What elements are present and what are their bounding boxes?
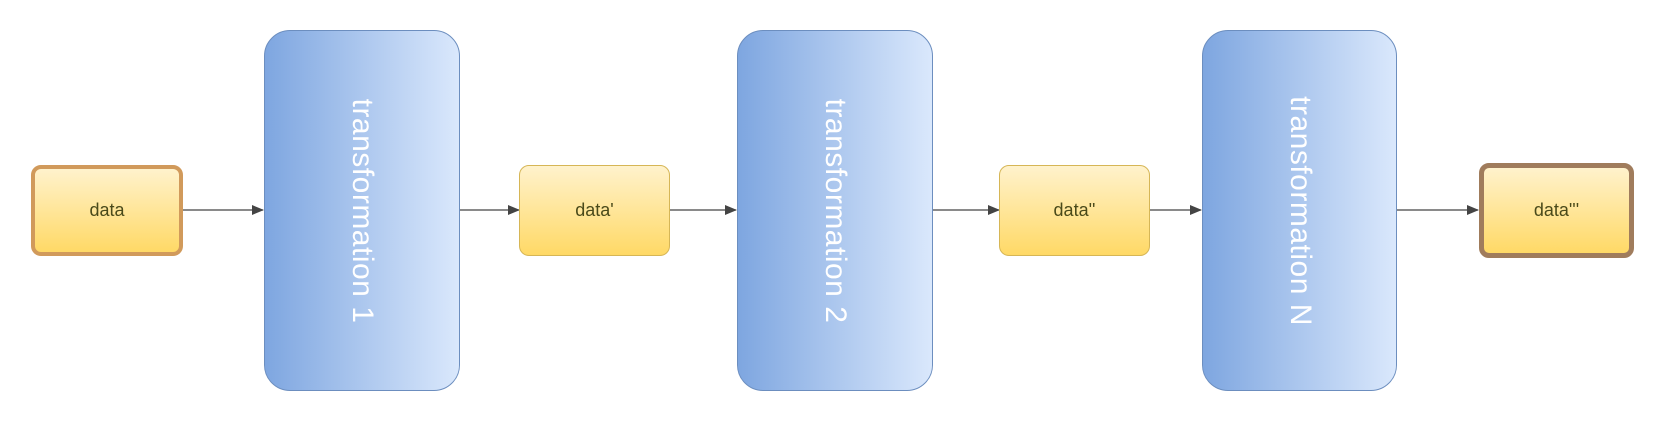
data-prime-node: data' <box>519 165 670 256</box>
transformation-n-node: transformation N <box>1202 30 1397 391</box>
data-double-prime-label: data'' <box>1053 200 1096 220</box>
transformation-1-label: transformation 1 <box>346 98 379 323</box>
transformation-2-label: transformation 2 <box>819 98 852 323</box>
transformation-2-node: transformation 2 <box>737 30 933 391</box>
data-input-label: data <box>89 200 125 220</box>
transformation-n-label: transformation N <box>1283 95 1317 326</box>
transformation-1-node: transformation 1 <box>264 30 460 391</box>
data-triple-prime-node: data''' <box>1479 163 1634 258</box>
data-prime-label: data' <box>575 200 614 220</box>
data-input-node: data <box>31 165 183 256</box>
data-triple-prime-label: data''' <box>1533 200 1580 220</box>
data-double-prime-node: data'' <box>999 165 1150 256</box>
